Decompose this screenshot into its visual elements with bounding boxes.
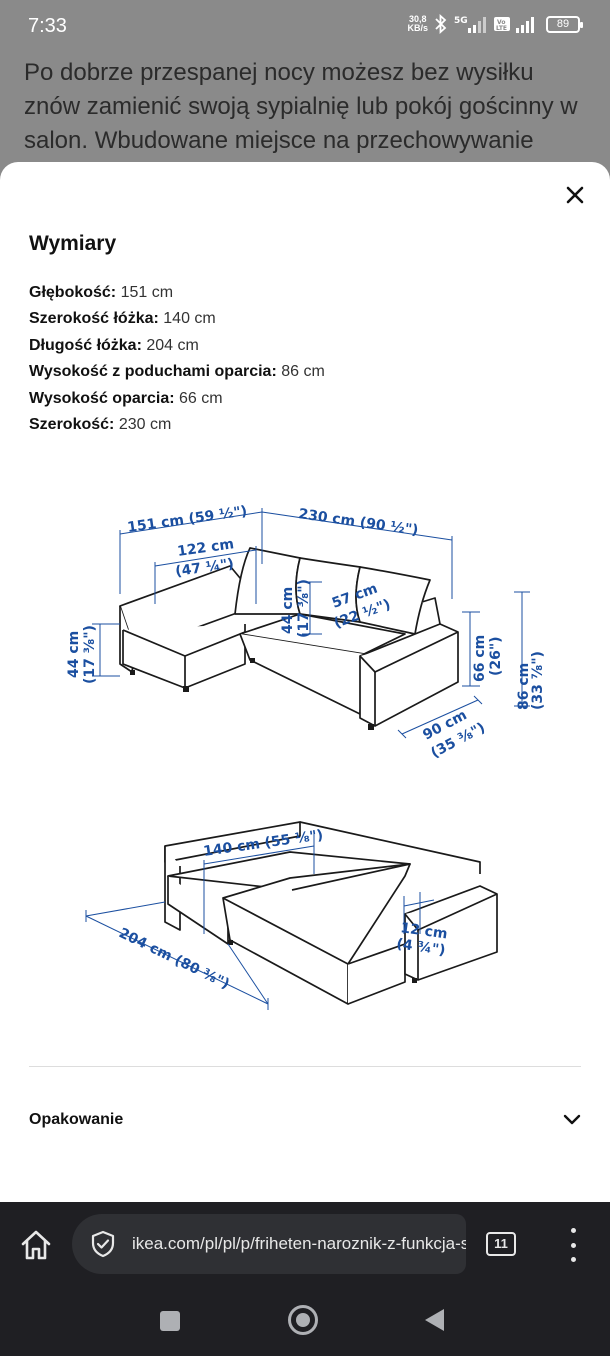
label-gap-in: (4 ¾")	[395, 936, 446, 959]
status-bar: 7:33 30,8 KB/s 5G Vo LTE 89	[0, 0, 610, 52]
dimension-row: Wysokość oparcia: 66 cm	[29, 389, 223, 407]
chevron-down-icon	[563, 1114, 581, 1125]
status-time: 7:33	[28, 15, 67, 37]
dimension-row: Długość łóżka: 204 cm	[29, 336, 199, 354]
label-seat-height-in: (17 ⅜")	[82, 625, 98, 684]
label-gap: 12 cm	[399, 920, 448, 942]
dimension-row: Wysokość z poduchami oparcia: 86 cm	[29, 363, 325, 381]
label-seat-depth: 122 cm	[176, 536, 235, 560]
label-width: 230 cm (90 ½")	[297, 506, 419, 539]
sofa-drawing	[119, 547, 459, 730]
browser-toolbar: ikea.com/pl/pl/p/friheten-naroznik-z-fun…	[0, 1202, 610, 1288]
tab-switcher-button[interactable]: 11	[486, 1232, 516, 1256]
accordion-label: Opakowanie	[29, 1111, 124, 1128]
svg-text:Vo: Vo	[497, 19, 505, 26]
recents-button[interactable]	[160, 1311, 180, 1331]
more-vert-icon[interactable]	[563, 1228, 583, 1262]
label-seat-height: 44 cm	[66, 631, 82, 678]
svg-text:LTE: LTE	[496, 25, 507, 32]
dimension-row: Szerokość łóżka: 140 cm	[29, 310, 216, 328]
label-total-height-in: (33 ⅞")	[530, 651, 546, 710]
divider	[29, 1066, 581, 1067]
signal-5g-icon: 5G	[454, 16, 486, 33]
home-icon[interactable]	[18, 1227, 54, 1263]
sheet-title: Wymiary	[29, 232, 117, 255]
label-back-height: 66 cm	[472, 635, 488, 682]
shield-icon[interactable]	[88, 1229, 118, 1259]
net-speed: 30,8 KB/s	[407, 14, 428, 33]
background-page: Po dobrze przespanej nocy możesz bez wys…	[0, 52, 610, 192]
back-button[interactable]	[425, 1309, 444, 1331]
status-icons: 30,8 KB/s 5G Vo LTE 89	[407, 14, 583, 34]
background-description: Po dobrze przespanej nocy możesz bez wys…	[24, 59, 578, 154]
label-back-height-in: (26")	[488, 636, 504, 676]
url-bar[interactable]: ikea.com/pl/pl/p/friheten-naroznik-z-fun…	[72, 1214, 466, 1274]
packaging-accordion[interactable]: Opakowanie	[29, 1100, 581, 1140]
label-armrest-height: 44 cm	[280, 587, 296, 634]
battery-indicator: 89	[546, 15, 583, 33]
bluetooth-icon	[435, 14, 447, 34]
label-total-height: 86 cm	[516, 663, 532, 710]
home-nav-button[interactable]	[288, 1305, 318, 1335]
dimensions-sheet: Wymiary Głębokość: 151 cm Szerokość łóżk…	[0, 162, 610, 1202]
label-depth: 151 cm (59 ½")	[126, 503, 248, 536]
close-icon	[566, 186, 584, 204]
dimension-row: Szerokość: 230 cm	[29, 415, 172, 433]
svg-text:5G: 5G	[454, 16, 468, 26]
system-nav-bar	[0, 1288, 610, 1356]
dimensions-diagram: 151 cm (59 ½") 230 cm (90 ½") 122 cm (47…	[66, 503, 546, 1010]
dimension-row: Głębokość: 151 cm	[29, 284, 174, 301]
label-armrest-height-in: (17 ⅜")	[296, 579, 312, 638]
dimensions-list: Głębokość: 151 cm Szerokość łóżka: 140 c…	[29, 280, 325, 438]
sofabed-drawing	[164, 821, 498, 1005]
url-text: ikea.com/pl/pl/p/friheten-naroznik-z-fun…	[132, 1234, 466, 1253]
sofa-dimension-lines	[92, 508, 530, 739]
sofabed-dimension-lines	[85, 830, 435, 1010]
close-button[interactable]	[560, 180, 590, 210]
volte-signal-icon: Vo LTE	[494, 17, 534, 33]
